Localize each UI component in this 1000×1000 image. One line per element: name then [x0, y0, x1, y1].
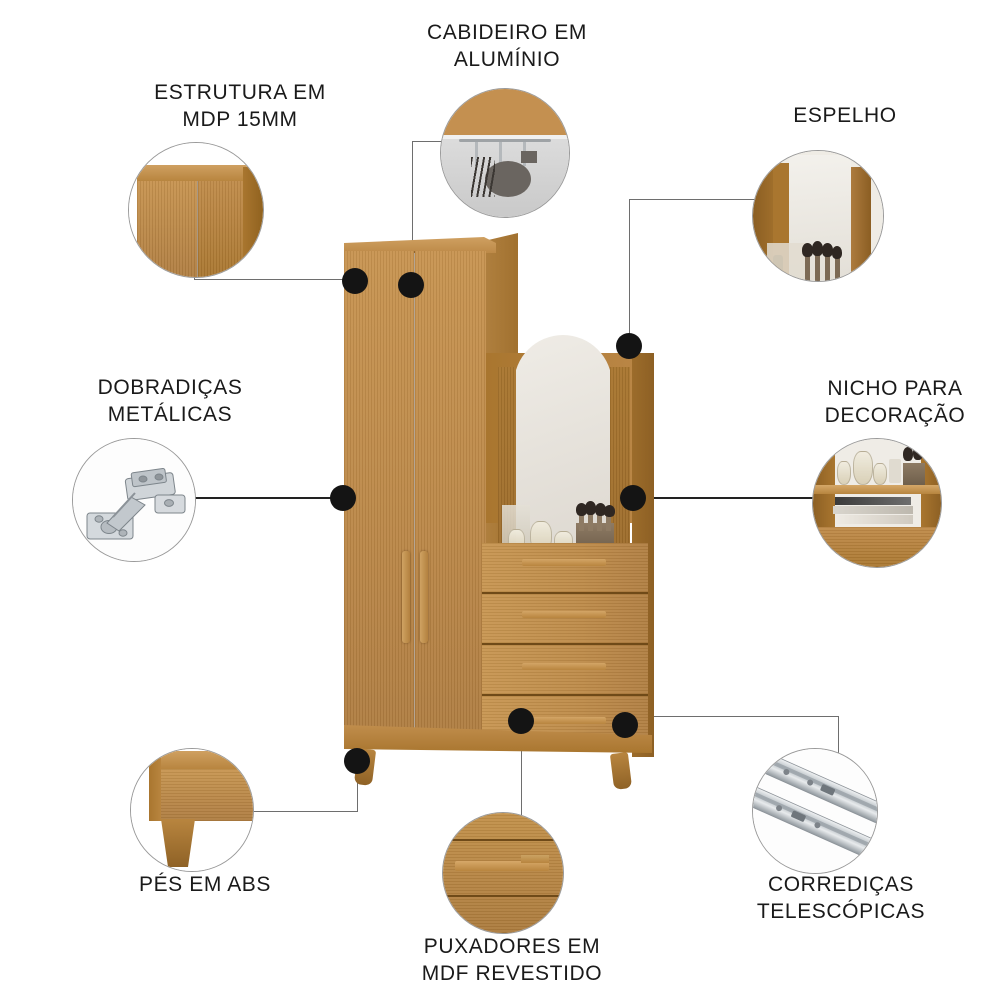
connector-cabideiro-vertical — [412, 141, 413, 282]
wardrobe-body — [344, 251, 486, 739]
niche-bottle-3 — [873, 463, 887, 485]
mirror-brush-2 — [812, 241, 823, 256]
pull-bar — [455, 861, 549, 871]
callout-bubble-nicho — [812, 438, 942, 568]
wardrobe-door-right — [415, 251, 486, 739]
hanger-rail-icon — [441, 89, 569, 217]
drawer-gap-2 — [482, 643, 648, 645]
mirror-brush-1 — [802, 243, 813, 257]
niche-bottle-1 — [837, 461, 851, 485]
cabinet-corner-icon — [129, 143, 263, 277]
brush-head-1 — [576, 503, 587, 516]
abs-foot-icon — [131, 749, 253, 871]
brush-head-2 — [585, 501, 596, 515]
brush-stick-4 — [606, 513, 611, 531]
anchor-dot-puxadores — [508, 708, 534, 734]
brush-head-4 — [604, 505, 615, 517]
brush-stick-1 — [579, 511, 584, 531]
connector-nicho-horizontal — [632, 497, 817, 499]
connector-cabideiro-horizontal — [412, 141, 446, 142]
callout-label-espelho: ESPELHO — [793, 104, 897, 127]
drawer-pull-4 — [522, 717, 606, 724]
vanity-mirror — [514, 335, 612, 557]
connector-pes-vertical — [357, 760, 358, 812]
niche-bottle-2 — [853, 451, 873, 485]
anchor-dot-correedicas — [612, 712, 638, 738]
callout-bubble-cabideiro — [440, 88, 570, 218]
callout-label-nicho: NICHO PARA DECORAÇÃO — [824, 377, 966, 427]
brush-stick-2 — [588, 509, 593, 531]
furniture-foot-right — [609, 752, 633, 790]
callout-bubble-correedicas — [752, 748, 878, 874]
callout-bubble-estrutura — [128, 142, 264, 278]
connector-pes-horizontal — [248, 811, 358, 812]
niche-brush-1 — [903, 447, 913, 461]
niche-brush-2 — [913, 445, 923, 460]
callout-label-pes: PÉS EM ABS — [138, 873, 272, 896]
anchor-dot-espelho — [616, 333, 642, 359]
wardrobe-handle-right — [420, 551, 428, 643]
connector-puxadores-vertical — [521, 718, 522, 818]
callout-bubble-pes — [130, 748, 254, 872]
anchor-dot-pes — [344, 748, 370, 774]
callout-bubble-dobradicas — [72, 438, 196, 562]
niche-book-2 — [833, 506, 913, 514]
decor-niche-icon — [813, 439, 941, 567]
brush-stick-3 — [597, 511, 602, 531]
brush-head-3 — [595, 503, 606, 516]
callout-bubble-espelho — [752, 150, 884, 282]
connector-espelho-horizontal — [629, 199, 759, 200]
connector-estrutura-horizontal — [194, 279, 349, 280]
connector-espelho-vertical — [629, 199, 630, 345]
wardrobe-door-seam — [414, 251, 415, 739]
drawer-1 — [482, 543, 648, 592]
callout-label-estrutura: ESTRUTURA EM MDP 15MM — [154, 81, 326, 131]
mirror-brush-4 — [832, 246, 842, 259]
anchor-dot-cabideiro — [398, 272, 424, 298]
niche-book-3 — [835, 515, 913, 524]
drawer-pull-2 — [522, 611, 606, 618]
metal-hinge-icon — [73, 439, 195, 561]
wardrobe-handle-left — [402, 551, 410, 643]
drawer-pull-icon — [443, 813, 563, 933]
drawer-gap-3 — [482, 694, 648, 696]
callout-label-puxadores: PUXADORES EM MDF REVESTIDO — [421, 935, 603, 985]
drawer-pull-1 — [522, 559, 606, 566]
anchor-dot-dobradicas — [330, 485, 356, 511]
slide-svg — [753, 750, 877, 864]
connector-dobradicas-horizontal — [190, 497, 345, 499]
callout-bubble-puxadores — [442, 812, 564, 934]
mirror-brush-3 — [822, 243, 833, 257]
drawer-pull-3 — [522, 663, 606, 670]
mirror-icon — [753, 151, 883, 281]
drawer-2 — [482, 594, 648, 643]
mirror-right-post — [610, 367, 630, 557]
drawer-gap-1 — [482, 592, 648, 594]
callout-label-cabideiro: CABIDEIRO EM ALUMÍNIO — [426, 21, 588, 71]
callout-label-dobradicas: DOBRADIÇAS METÁLICAS — [97, 376, 243, 426]
abs-foot-leg — [161, 819, 195, 867]
callout-label-correedicas: CORREDIÇAS TELESCÓPICAS — [756, 873, 926, 923]
telescopic-slide-icon — [753, 749, 877, 873]
connector-correedicas-vertical — [838, 716, 839, 774]
niche-book-1 — [835, 497, 911, 505]
anchor-dot-nicho — [620, 485, 646, 511]
hinge-svg — [86, 468, 186, 540]
anchor-dot-estrutura — [342, 268, 368, 294]
product-illustration-wardrobe — [330, 225, 670, 805]
connector-correedicas-horizontal — [624, 716, 839, 717]
